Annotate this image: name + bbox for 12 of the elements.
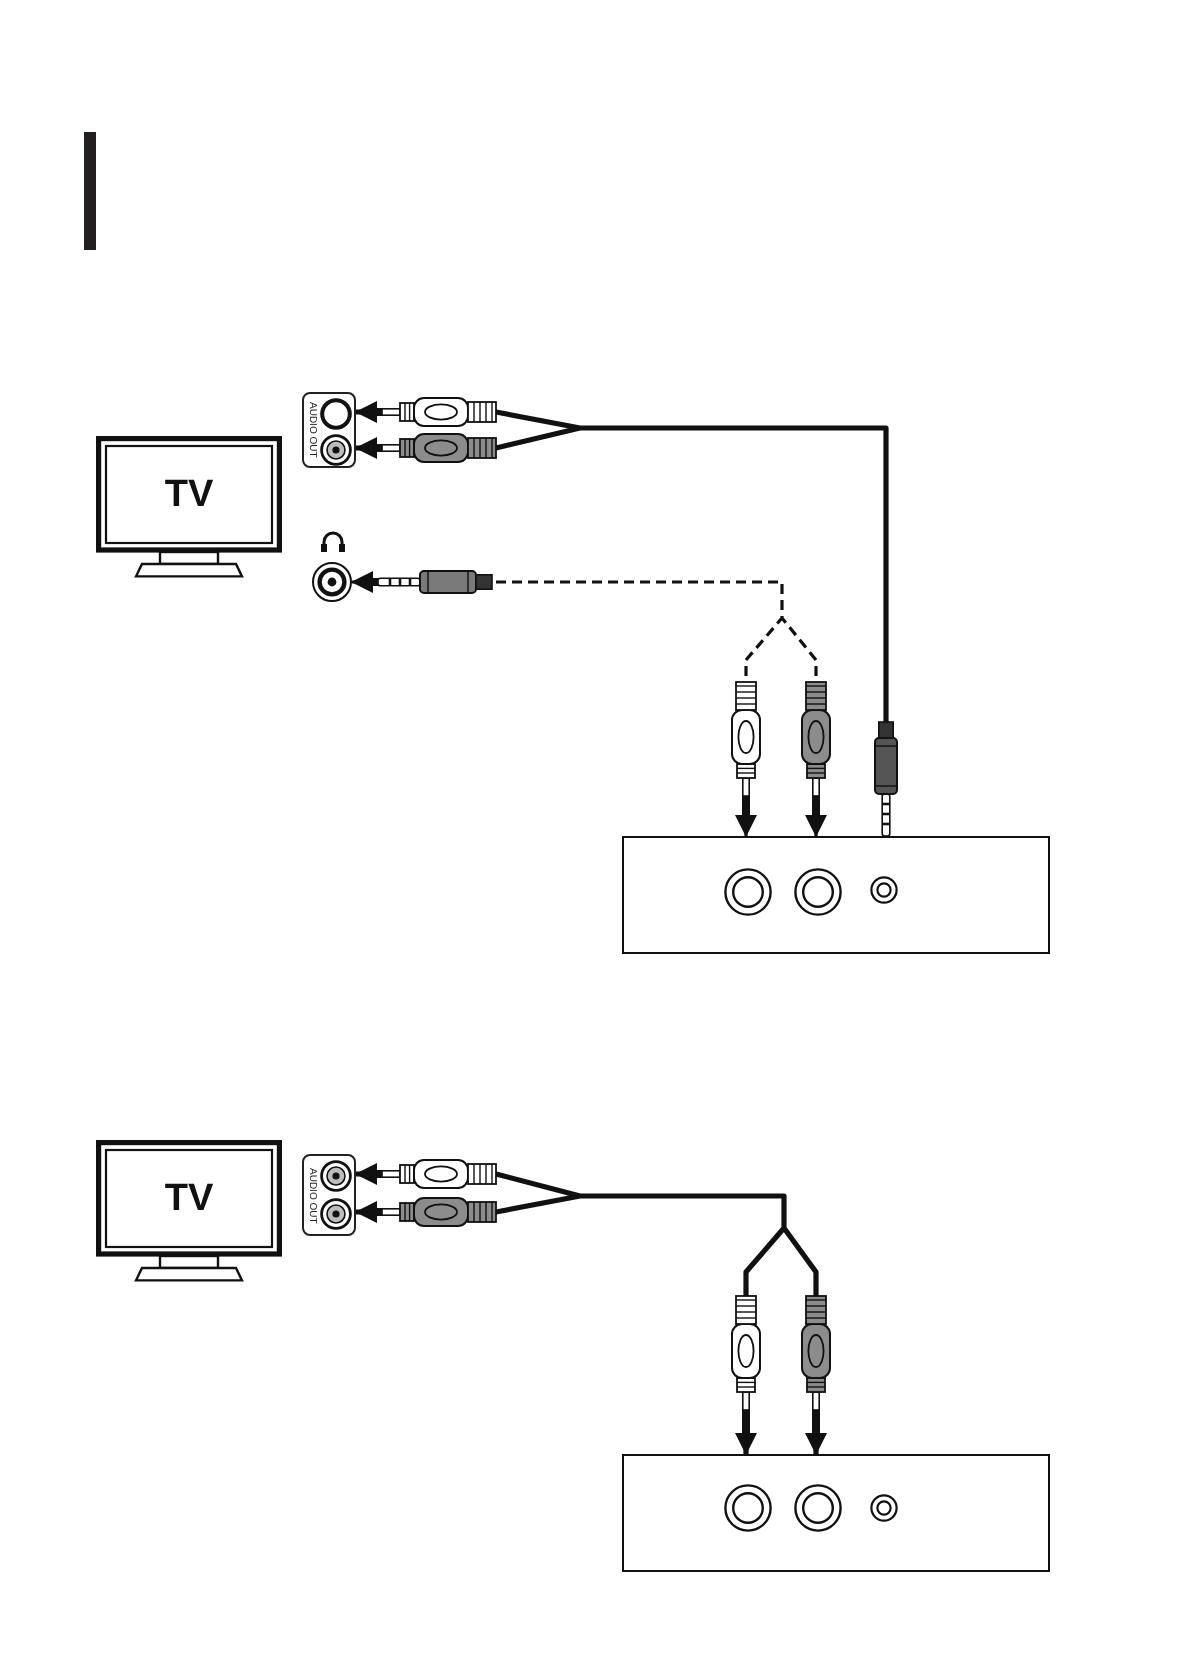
device-panel xyxy=(622,836,1050,954)
device-panel xyxy=(622,1454,1050,1572)
plug-cable xyxy=(350,570,831,838)
tv-illustration xyxy=(96,436,282,578)
headphone-socket xyxy=(312,562,352,602)
audio-output-panel xyxy=(302,1154,356,1236)
tv-label: TV xyxy=(164,1179,214,1217)
plug-cable xyxy=(353,397,898,839)
audio-output-panel xyxy=(302,392,356,468)
plug-cable xyxy=(353,1159,831,1457)
tv-label: TV xyxy=(164,475,214,513)
tv-illustration xyxy=(96,1140,282,1282)
